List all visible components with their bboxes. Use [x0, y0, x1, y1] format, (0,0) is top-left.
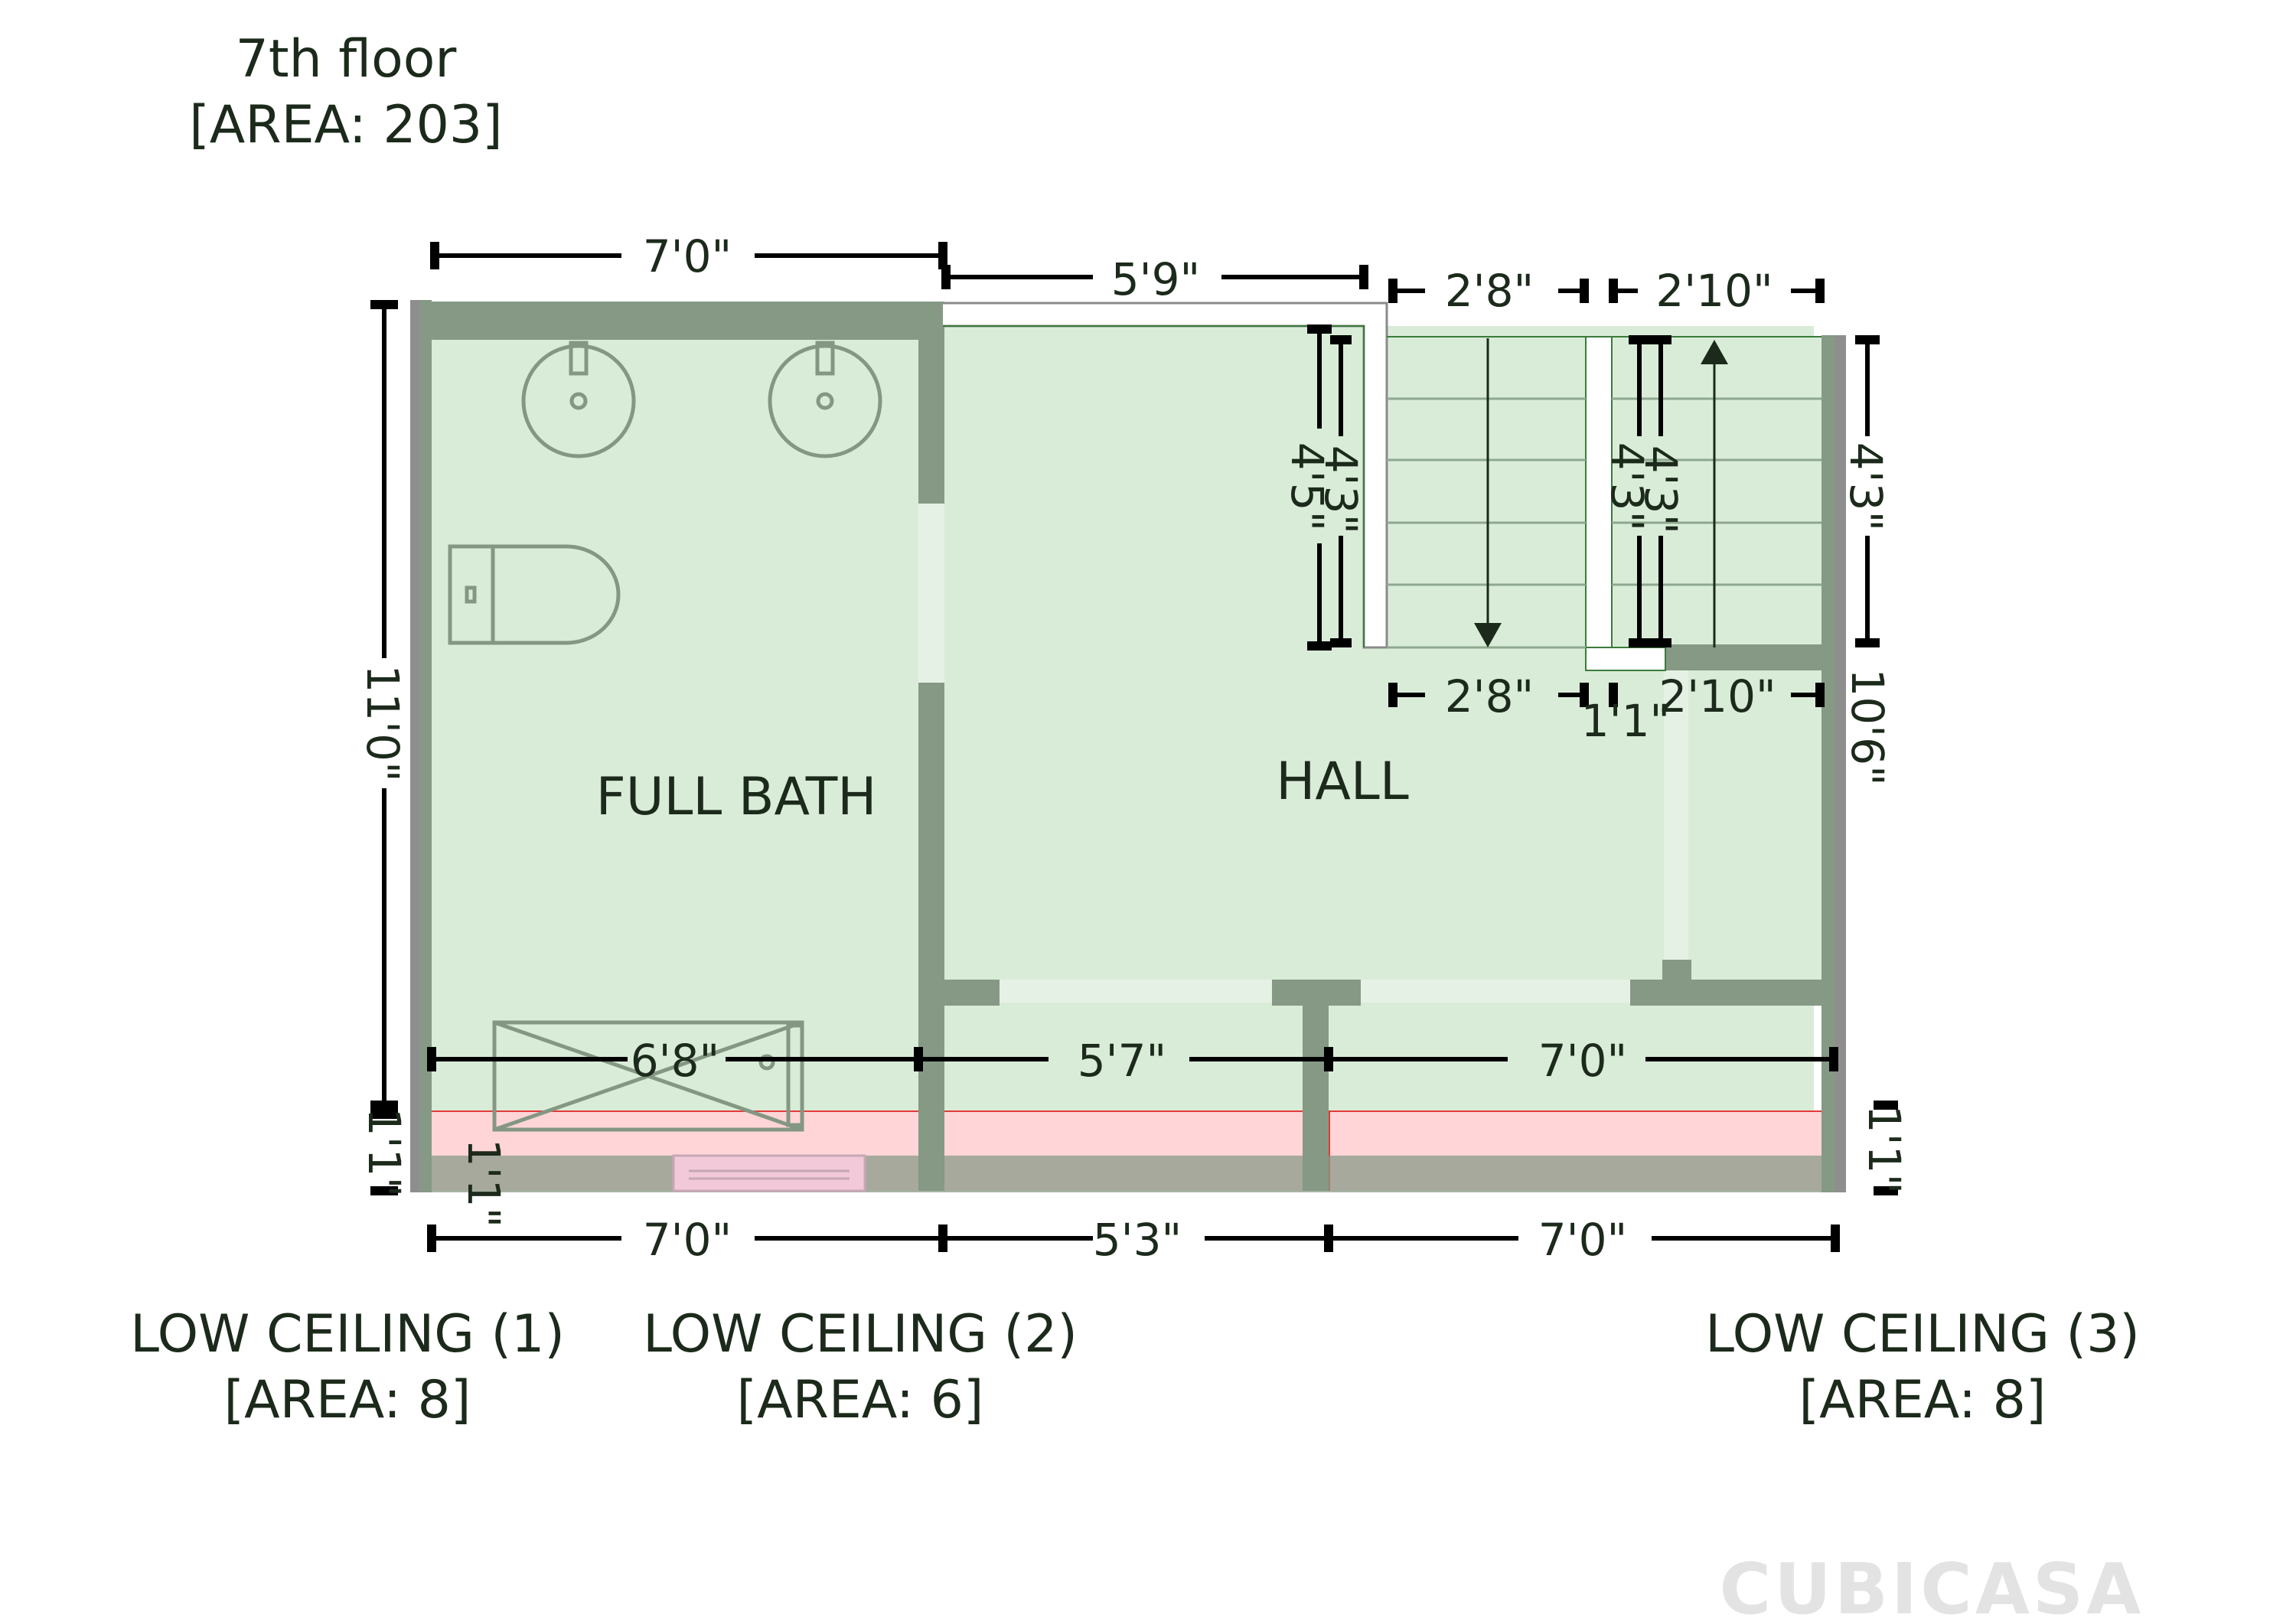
dim-top-hall: 5'9" — [1111, 253, 1200, 305]
dim-stair-mid-vertical-a: 4'3" — [1601, 442, 1653, 531]
dim-stair-bottom-gap: 1'1" — [1581, 695, 1670, 747]
full-bath-floor — [430, 303, 951, 1113]
dim-stair-bottom-left: 2'8" — [1445, 670, 1534, 722]
toilet-icon — [448, 544, 621, 645]
dim-stair-bottom-right: 2'10" — [1658, 670, 1776, 722]
low-ceiling-1-area: [AREA: 8] — [224, 1370, 471, 1430]
dim-right-low: 1'1" — [1858, 1105, 1910, 1194]
dim-stair-mid-vertical-b: 4'3" — [1635, 445, 1687, 534]
dim-right-stair-vertical: 4'3" — [1840, 442, 1892, 531]
dim-bottom-mid: 5'3" — [1093, 1214, 1182, 1266]
low-ceiling-3-area: [AREA: 8] — [1799, 1370, 2047, 1430]
staircase — [1387, 336, 1821, 649]
bottom-window-icon — [672, 1154, 866, 1192]
dim-left-low: 1'1" — [358, 1108, 410, 1197]
dim-left-total: 11'0" — [357, 664, 409, 781]
dim-inner-bath: 6'8" — [631, 1035, 719, 1087]
dim-stair-left-vertical: 4'3" — [1315, 445, 1367, 534]
dim-top-stair-left: 2'8" — [1445, 265, 1534, 317]
low-ceiling-2-name: LOW CEILING (2) — [643, 1304, 1078, 1365]
brand-logo: CUBICASA — [1720, 1548, 2144, 1624]
floor-title: 7th floor — [236, 29, 457, 90]
dim-inner-mid: 5'7" — [1078, 1035, 1166, 1087]
room-label-hall: HALL — [1276, 752, 1409, 812]
dim-right-total: 10'6" — [1841, 668, 1893, 785]
low-ceiling-2-area: [AREA: 6] — [737, 1370, 984, 1430]
stair-down-arrow-icon — [1474, 623, 1502, 647]
dim-bottom-left: 7'0" — [643, 1214, 732, 1266]
dim-left-low-inner: 1'1" — [458, 1139, 510, 1228]
dim-hall-right-vertical: 4'5" — [1281, 442, 1333, 531]
low-ceiling-1-name: LOW CEILING (1) — [130, 1304, 565, 1365]
dim-top-bath: 7'0" — [643, 230, 732, 282]
right-closet-floor — [1661, 651, 1829, 987]
floor-area: [AREA: 203] — [189, 95, 502, 155]
dimension-lines — [370, 242, 1898, 1252]
dim-bottom-right: 7'0" — [1538, 1214, 1627, 1266]
low-ceiling-3-name: LOW CEILING (3) — [1705, 1304, 2140, 1365]
stair-up-arrow-icon — [1701, 340, 1728, 364]
dim-inner-right: 7'0" — [1538, 1035, 1627, 1087]
bathtub-icon — [492, 1020, 804, 1132]
sink-right-icon — [768, 341, 882, 458]
sink-left-icon — [521, 341, 636, 458]
room-label-full-bath: FULL BATH — [596, 767, 877, 827]
dim-top-stair-right: 2'10" — [1655, 265, 1773, 317]
